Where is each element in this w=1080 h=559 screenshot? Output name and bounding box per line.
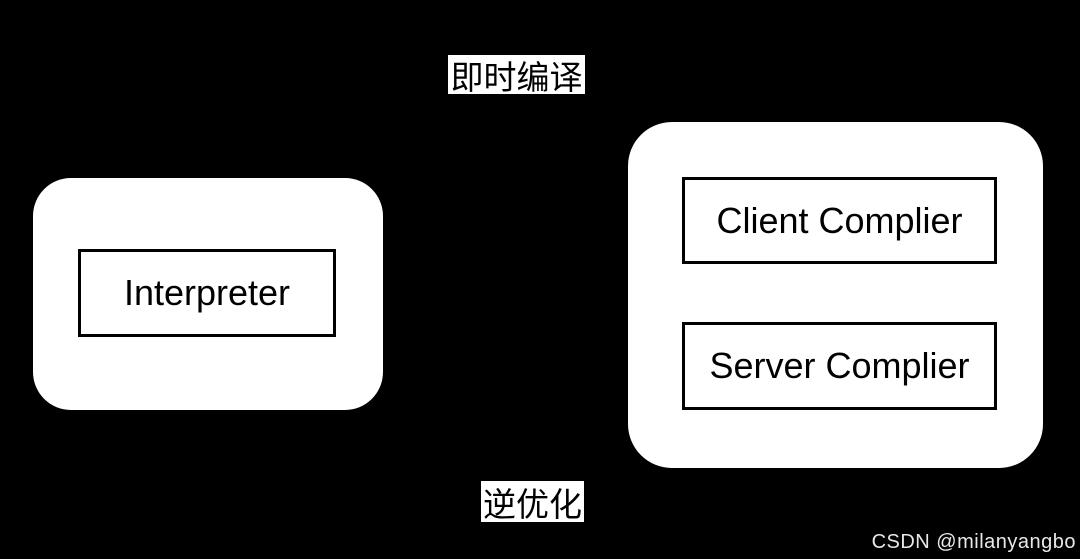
deoptimization-label: 逆优化 — [481, 481, 584, 523]
server-compiler-node: Server Complier — [682, 322, 997, 410]
csdn-watermark: CSDN @milanyangbo — [871, 531, 1076, 553]
client-compiler-node: Client Complier — [682, 177, 997, 264]
interpreter-group: Interpreter — [33, 178, 383, 410]
jit-compilation-label: 即时编译 — [448, 55, 585, 96]
interpreter-node: Interpreter — [78, 249, 336, 337]
compiler-group: Client Complier Server Complier — [628, 122, 1043, 468]
